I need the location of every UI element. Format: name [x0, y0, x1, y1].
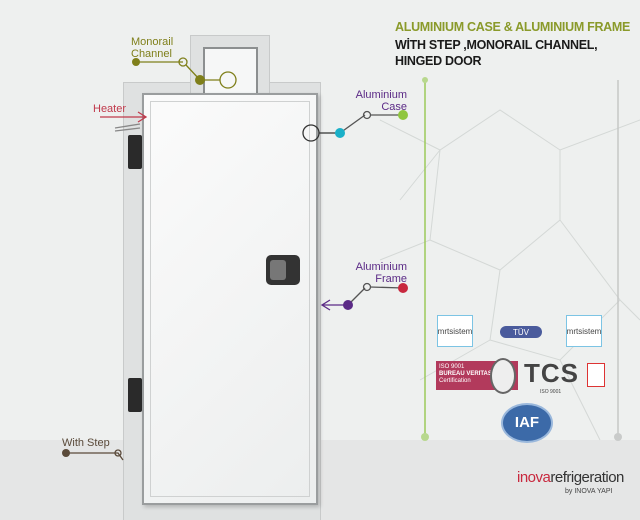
door-leaf-inner: [150, 101, 310, 497]
label-text: Case: [381, 101, 407, 113]
label-text: Aluminium: [355, 261, 407, 273]
bv-iso: ISO 9001: [439, 364, 465, 370]
bv-seal-icon: [490, 358, 516, 394]
tcs-logo: TCS: [524, 358, 579, 388]
title-line-1: ALUMINIUM CASE & ALUMINIUM FRAME: [395, 20, 631, 34]
label-text: Aluminium: [355, 89, 407, 101]
iaf-logo: IAF: [501, 403, 553, 443]
mrtsistem-logo-1: mrtsistem: [437, 315, 473, 347]
mrtsistem-logo-2: mrtsistem: [566, 315, 602, 347]
title-line-2: WİTH STEP ,MONORAIL CHANNEL, HINGED DOOR: [395, 37, 598, 69]
brand-refrigeration: refrigeration: [550, 469, 624, 486]
hinge-bottom: [128, 378, 142, 412]
label-aluminium-case: Aluminium Case: [355, 89, 407, 113]
hinge-top: [128, 135, 142, 169]
label-text: Monorail: [131, 36, 174, 48]
label-aluminium-frame: Aluminium Frame: [355, 261, 407, 285]
title-line-3-text: HINGED DOOR: [395, 54, 482, 68]
label-monorail-channel: Monorail Channel: [131, 36, 173, 60]
door-leaf[interactable]: [142, 93, 318, 505]
brand-logo: inovarefrigeration: [517, 470, 624, 486]
label-text: Channel: [131, 48, 172, 60]
label-heater: Heater: [93, 103, 127, 115]
tcs-iso: ISO 9001: [540, 389, 562, 395]
brand-inova: inova: [517, 469, 551, 486]
door-handle-grip: [270, 260, 286, 280]
label-with-step: With Step: [62, 437, 110, 449]
title-line-2-text: WİTH STEP ,MONORAIL CHANNEL,: [395, 38, 598, 52]
label-text: Frame: [375, 273, 407, 285]
turkak-badge-icon: [587, 363, 605, 387]
tuv-logo: TÜV: [500, 326, 542, 338]
brand-by: by INOVA YAPI: [565, 488, 613, 495]
bv-cert: Certification: [439, 378, 471, 384]
bv-name: BUREAU VERITAS: [439, 371, 492, 377]
